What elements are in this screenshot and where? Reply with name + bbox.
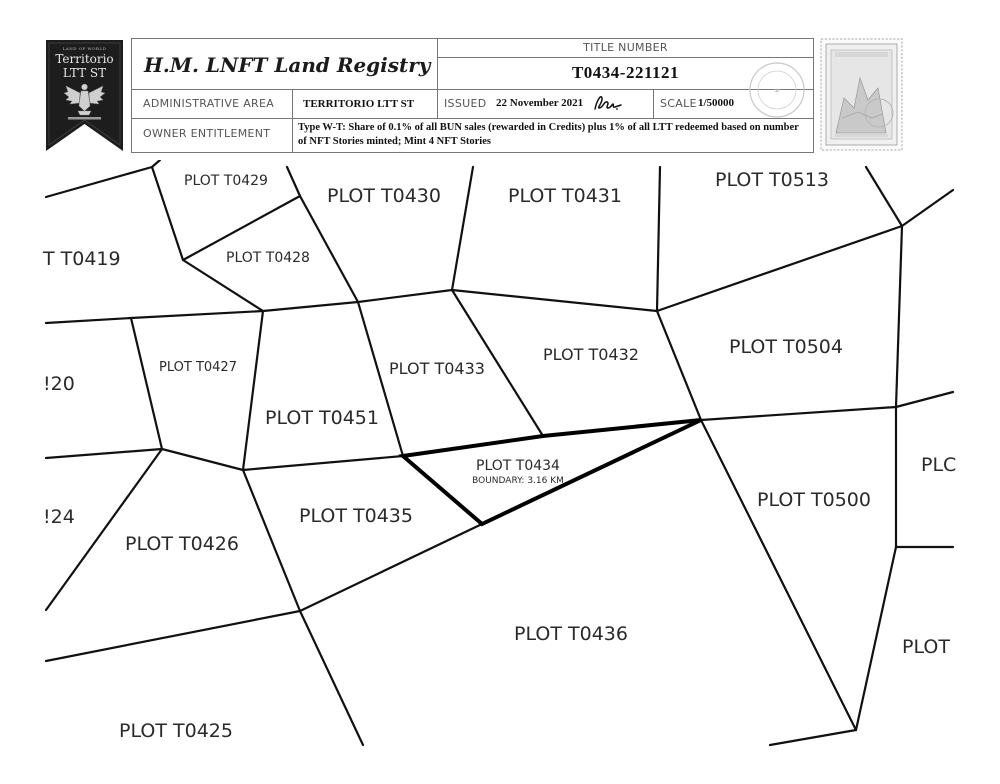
plot-label-t0435: PLOT T0435 (299, 505, 413, 527)
plot-label-t0433: PLOT T0433 (389, 359, 485, 378)
registry-title: H.M. LNFT Land Registry (144, 53, 431, 77)
plot-label-t0419: T T0419 (42, 248, 121, 270)
plot-label-t0425: PLOT T0425 (119, 720, 233, 742)
issued-date: 22 November 2021 (496, 97, 584, 109)
plot-label-t0434: PLOT T0434 (476, 458, 560, 474)
title-number-label: TITLE NUMBER (583, 41, 668, 54)
owner-entitlement-label: OWNER ENTITLEMENT (143, 127, 271, 140)
plot-label-t0436: PLOT T0436 (514, 623, 628, 645)
svg-text:✶: ✶ (773, 87, 781, 97)
plot-label-t0432: PLOT T0432 (543, 345, 639, 364)
header-divider (131, 89, 814, 90)
registry-seal-icon: ✶ (749, 62, 805, 118)
owner-entitlement-value: Type W-T: Share of 0.1% of all BUN sales… (298, 122, 799, 147)
signature-icon (594, 96, 622, 110)
plot-label-t0430: PLOT T0430 (327, 185, 441, 207)
plot-boundary-length: BOUNDARY: 3.16 KM (472, 476, 564, 486)
admin-area-value: TERRITORIO LTT ST (303, 98, 415, 110)
plot-label-t0451: PLOT T0451 (265, 407, 379, 429)
plot-label-t0500: PLOT T0500 (757, 489, 871, 511)
banner-pennant-icon (46, 40, 123, 151)
admin-area-label: ADMINISTRATIVE AREA (143, 97, 275, 110)
title-number: T0434-221121 (571, 63, 680, 82)
banner-name-line1: Territorio (55, 52, 114, 66)
header-divider (437, 57, 814, 58)
plot-label-t0504: PLOT T0504 (729, 336, 843, 358)
plot-label-t0431: PLOT T0431 (508, 185, 622, 207)
plot-label-t0429: PLOT T0429 (184, 173, 268, 189)
registry-header-table (131, 38, 814, 153)
territory-banner: LAND OF WORLD Territorio LTT ST (46, 40, 123, 151)
plot-label-t0424: !24 (43, 506, 75, 528)
eagle-crest-icon (63, 83, 106, 116)
header-divider (653, 89, 654, 118)
plot-label-t0426: PLOT T0426 (125, 533, 239, 555)
plot-label-t0513: PLOT T0513 (715, 169, 829, 191)
plot-label-t0428: PLOT T0428 (226, 250, 310, 266)
plot-label-t0420: !20 (43, 373, 75, 395)
scale-value: 1/50000 (698, 97, 735, 109)
banner-name-line2: LTT ST (62, 66, 107, 80)
issued-label: ISSUED (444, 97, 487, 110)
header-divider (131, 118, 814, 119)
scale-label: SCALE (660, 97, 697, 110)
plot-label-edge-right-1: PLC (921, 454, 956, 476)
header-divider (437, 38, 438, 118)
plot-label-t0427: PLOT T0427 (159, 360, 237, 375)
plot-boundaries (44, 158, 955, 747)
header-divider (292, 89, 293, 153)
banner-top-text: LAND OF WORLD (62, 46, 107, 51)
plot-label-edge-right-2: PLOT (902, 636, 950, 658)
highlighted-plot-boundary (398, 418, 702, 527)
postage-stamp-icon (820, 38, 903, 151)
plot-labels: T T0419 !20 !24 PLOT T0425 PLOT T0426 PL… (42, 169, 956, 742)
